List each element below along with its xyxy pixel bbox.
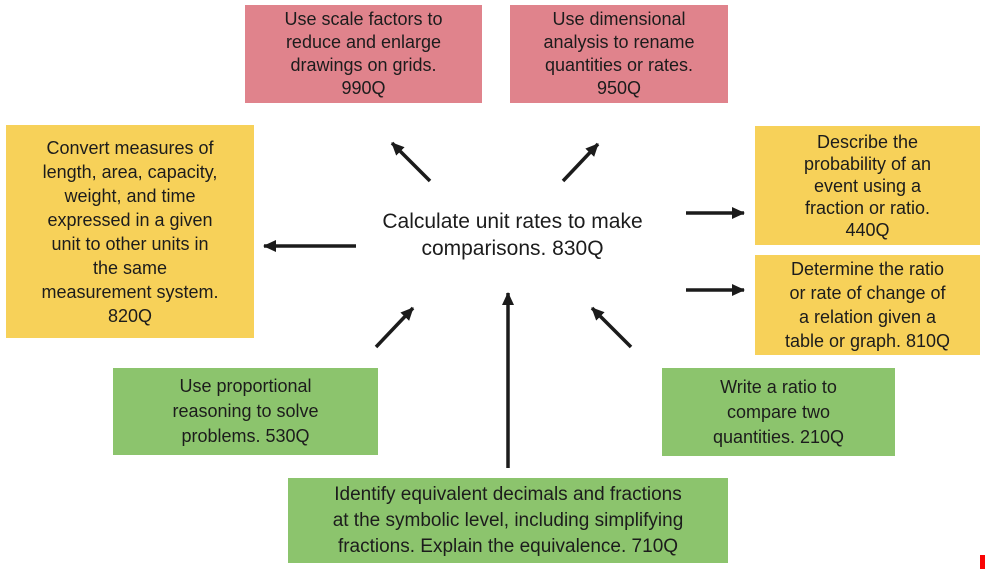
node-440q: Describe the probability of an event usi… bbox=[755, 126, 980, 245]
arrow-210q-to-center bbox=[590, 306, 633, 349]
arrow-center-to-950q bbox=[561, 142, 600, 183]
node-990q: Use scale factors to reduce and enlarge … bbox=[245, 5, 482, 103]
node-210q: Write a ratio to compare two quantities.… bbox=[662, 368, 895, 456]
node-820q: Convert measures of length, area, capaci… bbox=[6, 125, 254, 338]
node-950q: Use dimensional analysis to rename quant… bbox=[510, 5, 728, 103]
node-530q: Use proportional reasoning to solve prob… bbox=[113, 368, 378, 455]
center-statement: Calculate unit rates to make comparisons… bbox=[382, 210, 643, 260]
corner-red-mark bbox=[980, 555, 985, 569]
node-710q: Identify equivalent decimals and fractio… bbox=[288, 478, 728, 563]
arrow-center-to-990q bbox=[390, 141, 432, 183]
node-810q: Determine the ratio or rate of change of… bbox=[755, 255, 980, 355]
arrow-530q-to-center bbox=[374, 306, 415, 349]
